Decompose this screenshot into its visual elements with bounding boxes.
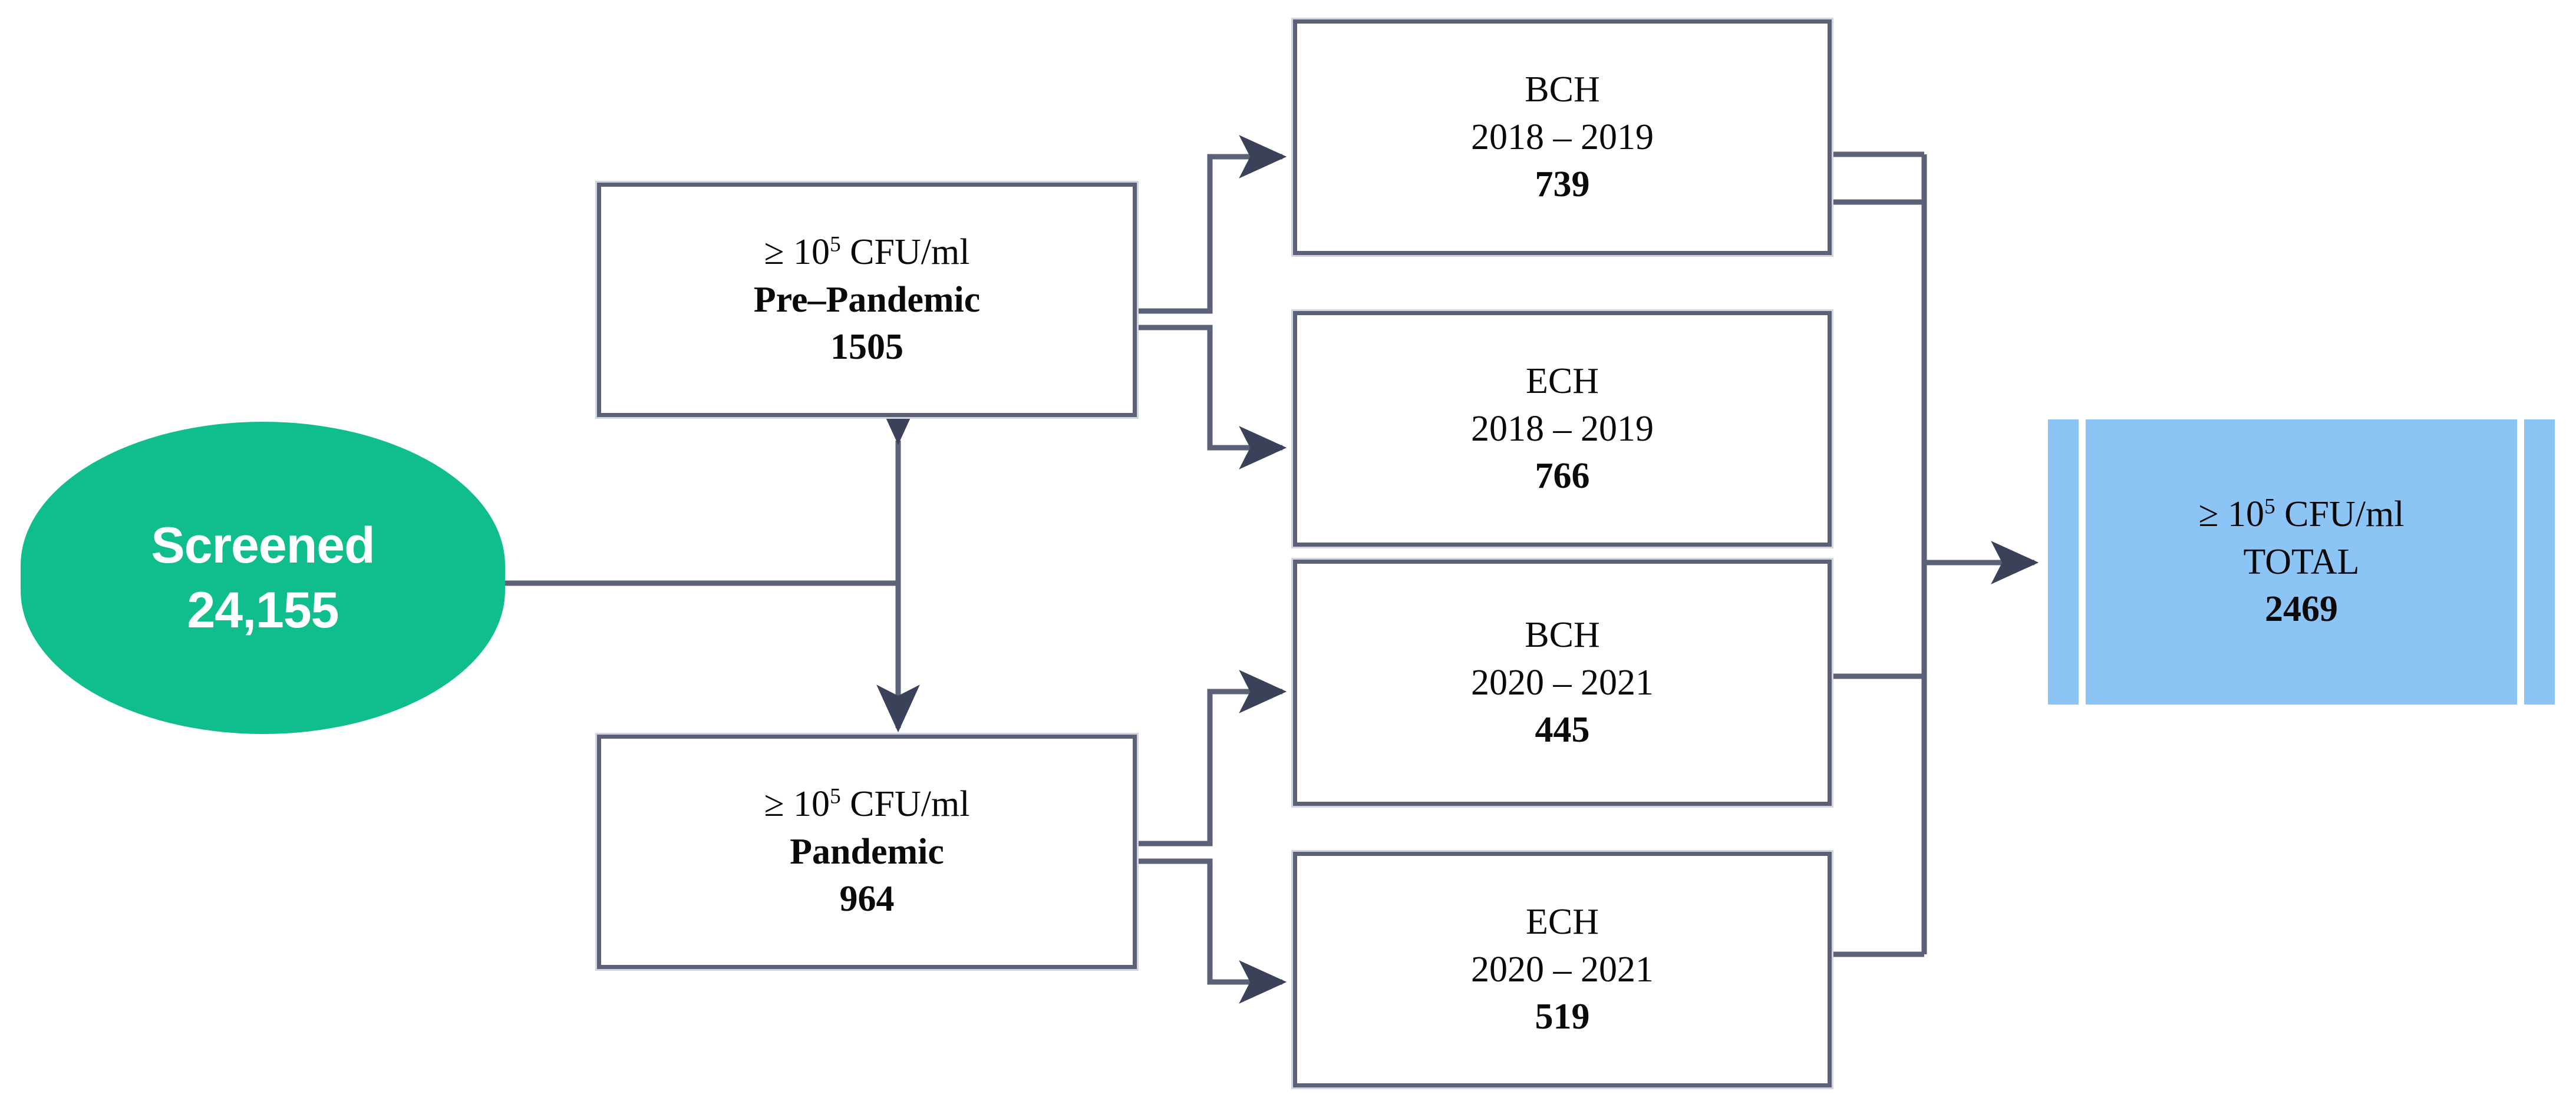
pre-pandemic-threshold-suffix: CFU/ml	[840, 232, 970, 273]
pandemic-threshold: ≥ 105 CFU/ml	[764, 781, 970, 828]
pre-pandemic-label: Pre–Pandemic	[753, 279, 981, 320]
ech-2020-2021-site: ECH	[1526, 902, 1599, 943]
pandemic-threshold-prefix: ≥ 10	[764, 784, 830, 825]
ech-2018-2019-site: ECH	[1526, 361, 1599, 402]
edge-pandemic-to-ech2020	[1137, 858, 1287, 1004]
total-box-left-gap	[2079, 419, 2086, 705]
bch-2020-2021-period: 2020 – 2021	[1471, 662, 1654, 703]
bch-2020-2021-box: BCH 2020 – 2021 445	[1293, 560, 1832, 806]
pandemic-label: Pandemic	[790, 831, 944, 872]
total-threshold-exponent: 5	[2264, 494, 2275, 519]
bch-2020-2021-site: BCH	[1525, 615, 1600, 656]
total-box-left-strip	[2048, 419, 2079, 705]
screened-label: Screened	[151, 517, 375, 574]
ech-2020-2021-box: ECH 2020 – 2021 519	[1293, 852, 1832, 1087]
total-value: 2469	[2265, 589, 2338, 630]
total-threshold-prefix: ≥ 10	[2198, 494, 2265, 535]
pandemic-value: 964	[839, 879, 895, 920]
pandemic-threshold-exponent: 5	[830, 784, 841, 809]
total-box-right-strip	[2524, 419, 2555, 705]
bch-2020-2021-value: 445	[1535, 710, 1590, 750]
bch-2018-2019-site: BCH	[1525, 70, 1600, 110]
ech-2018-2019-value: 766	[1535, 456, 1590, 497]
bch-2018-2019-box: BCH 2018 – 2019 739	[1293, 19, 1832, 255]
pre-pandemic-threshold-exponent: 5	[830, 232, 841, 257]
pre-pandemic-threshold: ≥ 105 CFU/ml	[764, 229, 970, 276]
ech-2020-2021-value: 519	[1535, 997, 1590, 1037]
pandemic-threshold-suffix: CFU/ml	[840, 784, 970, 825]
bch-2018-2019-period: 2018 – 2019	[1471, 117, 1654, 157]
edge-prepandemic-to-ech2018	[1137, 325, 1287, 469]
pre-pandemic-box: ≥ 105 CFU/ml Pre–Pandemic 1505	[597, 183, 1137, 417]
total-label: TOTAL	[2243, 541, 2360, 582]
total-box-right-gap	[2517, 419, 2524, 705]
total-threshold-suffix: CFU/ml	[2275, 494, 2405, 535]
screened-pill: Screened 24,155	[21, 422, 505, 734]
bch-2018-2019-value: 739	[1535, 164, 1590, 205]
total-box: ≥ 105 CFU/ml TOTAL 2469	[2048, 419, 2555, 705]
total-box-body: ≥ 105 CFU/ml TOTAL 2469	[2086, 419, 2517, 705]
screened-value: 24,155	[187, 582, 339, 639]
edge-pandemic-to-bch2020	[1137, 670, 1287, 847]
ech-2020-2021-period: 2020 – 2021	[1471, 949, 1654, 990]
ech-2018-2019-period: 2018 – 2019	[1471, 408, 1654, 449]
pandemic-box: ≥ 105 CFU/ml Pandemic 964	[597, 735, 1137, 969]
edge-prepandemic-to-bch2018	[1137, 135, 1287, 314]
pre-pandemic-threshold-prefix: ≥ 10	[764, 232, 830, 273]
total-threshold: ≥ 105 CFU/ml	[2199, 491, 2405, 538]
ech-2018-2019-box: ECH 2018 – 2019 766	[1293, 311, 1832, 547]
pre-pandemic-value: 1505	[830, 327, 903, 368]
